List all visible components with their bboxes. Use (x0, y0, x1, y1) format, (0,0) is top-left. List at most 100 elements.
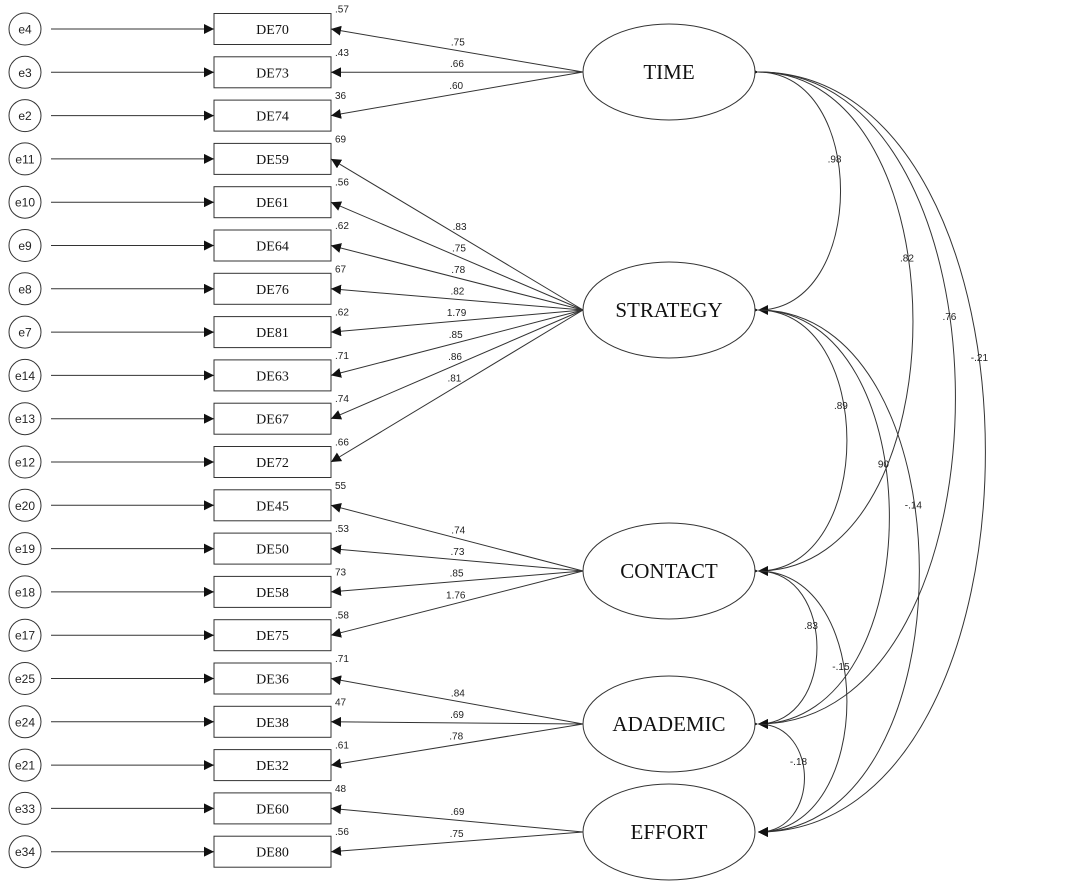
observed-de60-r2: 48 (335, 784, 347, 795)
observed-de32-label: DE32 (256, 759, 289, 774)
observed-de50-box (213, 532, 332, 565)
observed-de76-r2: 67 (335, 264, 347, 275)
error-e7-label: e7 (18, 326, 32, 340)
error-e10-label: e10 (15, 196, 35, 210)
corr-strategy-effort-arc (747, 304, 920, 837)
observed-de70-r2: .57 (335, 5, 349, 16)
loading-de70-path (330, 25, 584, 73)
error-e2-label: e2 (18, 109, 32, 123)
observed-de80-box (213, 835, 332, 868)
observed-de58-label: DE58 (256, 586, 289, 601)
latent-factors: TIME STRATEGY CONTACT ADADEMIC EFFORT (582, 23, 756, 881)
loading-de36-path (330, 675, 584, 725)
error-e9-label: e9 (18, 239, 32, 253)
observed-de32-box (213, 749, 332, 782)
loading-de67-path (330, 309, 584, 420)
error-e14-label: e14 (15, 369, 35, 383)
error-e34-circle (8, 835, 42, 869)
corr-time-contact-arc (747, 66, 914, 576)
corr-contact-adademic-arc (747, 565, 818, 729)
corr-strategy-contact-arc (747, 304, 848, 576)
latent-time-label: TIME (643, 60, 694, 84)
observed-de59-box (213, 142, 332, 175)
loading-de80-value: .75 (450, 829, 464, 840)
error-e3-label: e3 (18, 66, 32, 80)
observed-de64-box (213, 229, 332, 262)
observed-de75-box (213, 619, 332, 652)
observed-de36-box (213, 662, 332, 695)
loading-de80-path (330, 831, 584, 856)
observed-de76-box (213, 272, 332, 305)
observed-de38-box (213, 705, 332, 738)
error-e17-label: e17 (15, 629, 35, 643)
loading-de74-value: .60 (449, 81, 463, 92)
loading-de50-value: .73 (450, 547, 464, 558)
loading-de58-value: .85 (450, 568, 464, 579)
observed-de74-r2: 36 (335, 91, 347, 102)
error-e19-circle (8, 532, 42, 566)
observed-de36-label: DE36 (256, 673, 289, 688)
latent-contact-label: CONTACT (620, 559, 718, 583)
observed-de72-box (213, 446, 332, 478)
corr-time-strategy-arc (747, 66, 842, 315)
observed-de64-r2: .62 (335, 221, 349, 232)
observed-de67-label: DE67 (256, 413, 289, 428)
loading-de50-path (330, 544, 584, 572)
corr-contact-effort-arc (747, 565, 848, 837)
error-e17-circle (8, 618, 42, 652)
loading-de67-value: .86 (448, 352, 462, 363)
loading-de36-value: .84 (451, 688, 465, 699)
error-e20-circle (8, 488, 42, 522)
error-e10-circle (8, 185, 42, 219)
observed-de72-label: DE72 (256, 456, 289, 471)
observed-de73-label: DE73 (256, 66, 289, 81)
latent-contact-ellipse (582, 522, 756, 620)
loading-de75-value: 1.76 (446, 590, 466, 601)
corr-contact-adademic-value: .83 (804, 621, 818, 632)
observed-de61-box (213, 186, 332, 219)
observed-de72-r2: .66 (335, 438, 349, 449)
observed-de81-box (213, 316, 332, 349)
observed-de80-label: DE80 (256, 846, 289, 861)
loading-de60-value: .69 (451, 807, 465, 818)
latent-strategy-label: STRATEGY (615, 298, 722, 322)
loading-de38-value: .69 (450, 710, 464, 721)
corr-strategy-adademic-value: 90 (878, 459, 890, 470)
observed-de61-label: DE61 (256, 196, 289, 211)
error-e19-label: e19 (15, 542, 35, 556)
latent-effort-label: EFFORT (631, 820, 708, 844)
loading-de32-path (330, 723, 584, 769)
loading-de59-value: .83 (453, 222, 467, 233)
error-e13-label: e13 (15, 412, 35, 426)
error-e24-label: e24 (15, 715, 35, 729)
corr-time-adademic-arc (747, 66, 956, 729)
corr-time-adademic-value: .76 (942, 312, 956, 323)
error-e12-circle (8, 445, 42, 479)
observed-de67-r2: .74 (335, 394, 349, 405)
observed-de64-label: DE64 (256, 240, 289, 255)
observed-de36-r2: .71 (335, 654, 349, 665)
loading-de38-path (330, 716, 584, 727)
observed-de50-label: DE50 (256, 543, 289, 558)
loading-de64-value: .78 (451, 265, 465, 276)
error-e4-label: e4 (18, 23, 32, 37)
loading-de45-value: .74 (451, 525, 465, 536)
corr-time-effort-arc (747, 66, 986, 837)
latent-adademic-label: ADADEMIC (612, 712, 725, 736)
observed-de73-r2: .43 (335, 48, 349, 59)
loading-de70-value: .75 (451, 38, 465, 49)
error-e8-circle (8, 272, 42, 306)
observed-de67-box (213, 402, 332, 435)
error-e24-circle (8, 705, 42, 739)
error-e7-circle (8, 315, 42, 349)
error-e3-circle (8, 55, 42, 89)
observed-de32-r2: .61 (335, 741, 349, 752)
loading-de72-value: .81 (447, 374, 461, 385)
error-e11-circle (8, 142, 42, 176)
loading-de64-path (330, 243, 584, 311)
observed-de70-label: DE70 (256, 23, 289, 38)
error-e34-label: e34 (15, 845, 35, 859)
error-e33-label: e33 (15, 802, 35, 816)
